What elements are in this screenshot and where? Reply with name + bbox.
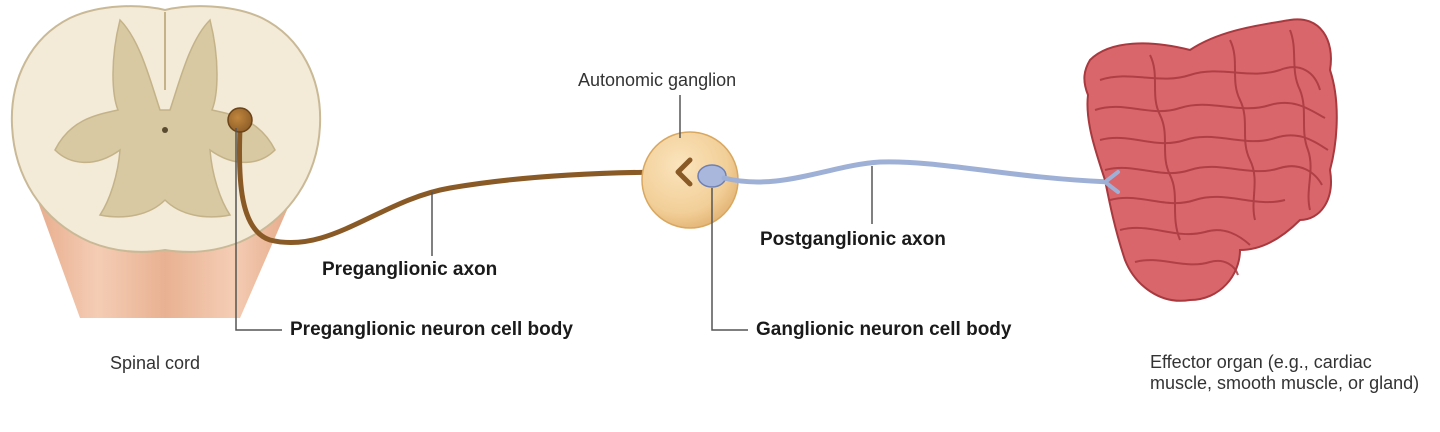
- label-spinal-cord: Spinal cord: [110, 353, 201, 373]
- label-effector-organ: Effector organ (e.g., cardiac muscle, sm…: [1150, 352, 1420, 393]
- postganglionic-axon-ending: [1103, 170, 1120, 194]
- label-ganglionic-neuron-cell-body: Ganglionic neuron cell body: [756, 319, 1012, 340]
- leader-ganglionic-cell-body: [711, 188, 748, 331]
- leader-preganglionic-cell-body: [235, 128, 282, 331]
- preganglionic-axon-terminal-inner: [675, 157, 693, 187]
- effector-organ-shape: [1083, 18, 1338, 302]
- label-postganglionic-axon: Postganglionic axon: [760, 229, 946, 250]
- label-preganglionic-neuron-cell-body: Preganglionic neuron cell body: [290, 319, 573, 340]
- preganglionic-axon-path: [236, 125, 683, 246]
- central-canal: [162, 127, 168, 133]
- leader-lines: [235, 95, 873, 331]
- label-autonomic-ganglion: Autonomic ganglion: [578, 70, 737, 90]
- spinal-cord-gray-matter: [54, 18, 276, 218]
- postganglionic-axon-path: [721, 159, 1113, 185]
- spinal-cord: [10, 5, 322, 318]
- preganglionic-cell-body-shape: [227, 107, 253, 133]
- label-preganglionic-axon: Preganglionic axon: [322, 259, 498, 280]
- effector-organ: [1083, 18, 1338, 302]
- ganglionic-cell-body-shape: [697, 164, 727, 188]
- effector-organ-folds: [1094, 29, 1329, 276]
